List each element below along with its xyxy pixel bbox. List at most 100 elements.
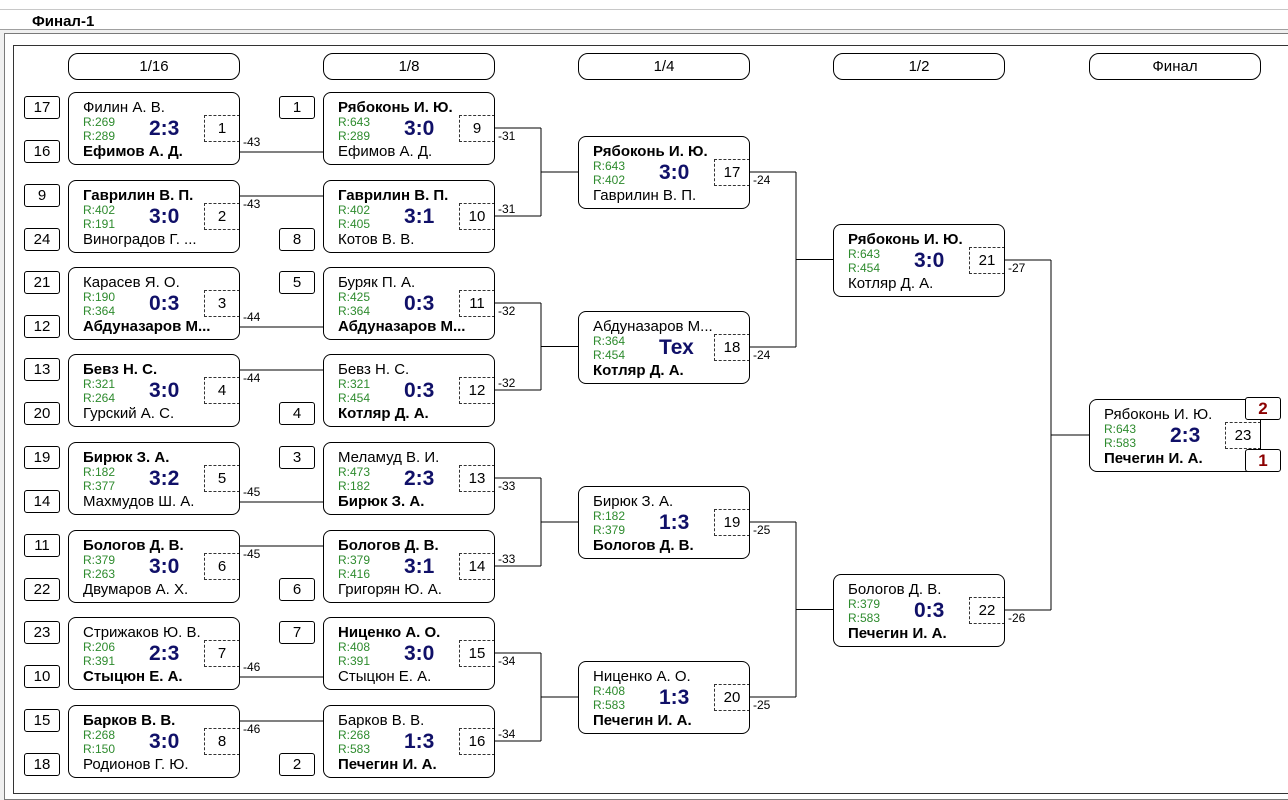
loser-destination-label: -45 [243, 547, 261, 561]
match-score: 1:3 [659, 686, 690, 709]
match-score: 2:3 [1170, 424, 1201, 447]
loser-destination-label: -32 [498, 376, 516, 390]
header-bottom-border [0, 29, 1288, 30]
match-number: 6 [204, 553, 239, 580]
player-2-name: Бологов Д. В. [593, 537, 694, 554]
player-1-rating: R:321 [83, 377, 116, 391]
player-2-name: Бирюк З. А. [338, 493, 425, 510]
page-title: Финал-1 [32, 13, 95, 30]
player-1-name: Гаврилин В. П. [338, 187, 449, 204]
player-1-name: Гаврилин В. П. [83, 187, 194, 204]
match-score: 3:0 [404, 642, 435, 665]
loser-destination-label: -25 [753, 523, 771, 537]
player-1-name: Абдуназаров М... [593, 318, 713, 335]
loser-destination-label: -32 [498, 304, 516, 318]
player-1-rating: R:379 [338, 553, 371, 567]
match-score: Тех [659, 336, 694, 359]
seed-badge-bottom: 10 [24, 665, 60, 688]
seed-badge-bottom: 20 [24, 402, 60, 425]
player-2-rating: R:583 [1104, 436, 1137, 450]
player-2-rating: R:150 [83, 742, 116, 756]
loser-destination-label: -24 [753, 173, 771, 187]
player-1-name: Бологов Д. В. [338, 537, 439, 554]
match-score: 3:0 [149, 730, 180, 753]
player-1-rating: R:182 [593, 509, 626, 523]
player-1-rating: R:408 [338, 640, 371, 654]
player-1-rating: R:182 [83, 465, 116, 479]
player-2-rating: R:379 [593, 523, 626, 537]
player-2-name: Двумаров А. Х. [83, 581, 189, 598]
seed-badge-bottom: 14 [24, 490, 60, 513]
player-2-name: Печегин И. А. [338, 756, 437, 773]
player-1-name: Бологов Д. В. [848, 581, 942, 598]
loser-destination-label: -46 [243, 660, 261, 674]
seed-badge-top: 19 [24, 446, 60, 469]
loser-destination-label: -25 [753, 698, 771, 712]
player-2-rating: R:583 [848, 611, 881, 625]
player-1-name: Бологов Д. В. [83, 537, 184, 554]
player-2-name: Гурский А. С. [83, 405, 175, 422]
player-1-name: Рябоконь И. Ю. [848, 231, 963, 248]
player-1-rating: R:269 [83, 115, 116, 129]
match-number: 10 [459, 203, 494, 230]
player-1-rating: R:268 [83, 728, 116, 742]
match-score: 3:0 [149, 555, 180, 578]
player-1-rating: R:643 [338, 115, 371, 129]
player-2-name: Котляр Д. А. [848, 275, 934, 292]
player-1-rating: R:190 [83, 290, 116, 304]
round-header-1-16: 1/16 [68, 53, 240, 80]
player-2-name: Виноградов Г. ... [83, 231, 197, 248]
loser-destination-label: -45 [243, 485, 261, 499]
player-2-rating: R:264 [83, 391, 116, 405]
player-2-rating: R:377 [83, 479, 116, 493]
match-score: 0:3 [404, 292, 435, 315]
seed-badge-top: 13 [24, 358, 60, 381]
player-1-name: Ниценко А. О. [338, 624, 441, 641]
player-2-name: Ефимов А. Д. [338, 143, 433, 160]
player-2-name: Стыцюн Е. А. [83, 668, 183, 685]
player-1-rating: R:643 [593, 159, 626, 173]
match-score: 3:0 [404, 117, 435, 140]
player-2-name: Гаврилин В. П. [593, 187, 697, 204]
player-2-rating: R:263 [83, 567, 116, 581]
seed-badge-top: 15 [24, 709, 60, 732]
match-score: 2:3 [149, 117, 180, 140]
header-divider [0, 9, 1288, 10]
player-2-name: Григорян Ю. А. [338, 581, 442, 598]
seed-badge-top: 7 [279, 621, 315, 644]
match-number: 22 [969, 597, 1004, 624]
match-number: 5 [204, 465, 239, 492]
match-number: 23 [1225, 422, 1260, 449]
seed-badge-top: 17 [24, 96, 60, 119]
player-1-rating: R:268 [338, 728, 371, 742]
match-number: 12 [459, 377, 494, 404]
player-1-rating: R:321 [338, 377, 371, 391]
match-number: 9 [459, 115, 494, 142]
loser-destination-label: -34 [498, 654, 516, 668]
player-2-name: Абдуназаров М... [83, 318, 211, 335]
match-score: 3:0 [659, 161, 690, 184]
